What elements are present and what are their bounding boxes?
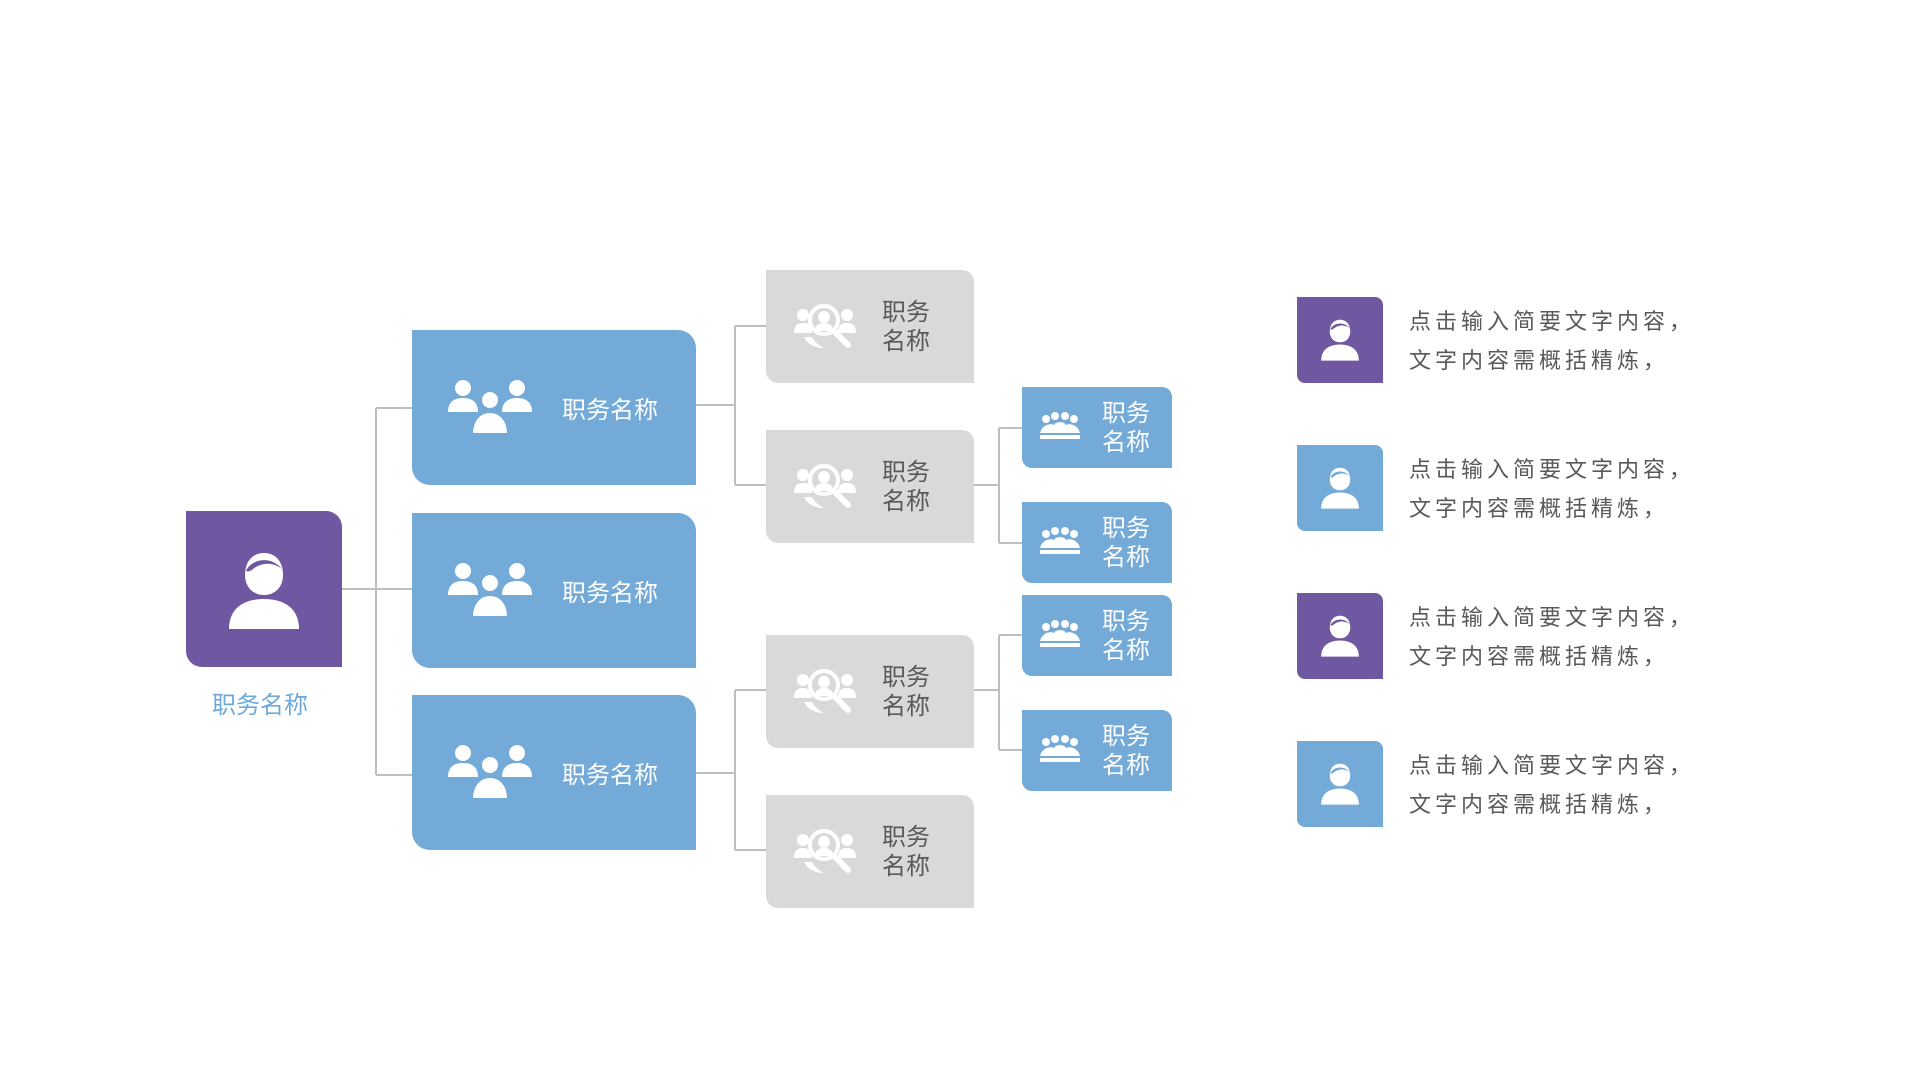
level2-label-line2: 名称	[882, 851, 930, 880]
level3-label-line1: 职务	[1102, 721, 1150, 750]
level2-label: 职务 名称	[882, 458, 942, 516]
root-node	[186, 511, 342, 667]
level3-label-line1: 职务	[1102, 513, 1150, 542]
level3-node: 职务 名称	[1022, 710, 1172, 791]
level2-label: 职务 名称	[882, 823, 942, 881]
legend-item: 点击输入简要文字内容， 文字内容需概括精炼，	[1297, 593, 1757, 679]
level3-label-line2: 名称	[1102, 635, 1150, 664]
legend-swatch	[1297, 445, 1383, 531]
legend-item: 点击输入简要文字内容， 文字内容需概括精炼，	[1297, 297, 1757, 383]
group-icon	[448, 378, 532, 438]
level1-label: 职务名称	[562, 761, 658, 789]
level3-label-line2: 名称	[1102, 750, 1150, 779]
legend-text-line1: 点击输入简要文字内容，	[1409, 606, 1696, 631]
level3-label: 职务 名称	[1102, 722, 1162, 780]
legend-item: 点击输入简要文字内容， 文字内容需概括精炼，	[1297, 741, 1757, 827]
legend-swatch	[1297, 297, 1383, 383]
person-icon	[1319, 315, 1361, 365]
legend-text-line2: 文字内容需概括精炼，	[1409, 349, 1670, 374]
legend-text-line1: 点击输入简要文字内容，	[1409, 310, 1696, 335]
legend-text-line2: 文字内容需概括精炼，	[1409, 793, 1670, 818]
legend-text-line1: 点击输入简要文字内容，	[1409, 458, 1696, 483]
person-search-icon	[794, 666, 856, 718]
level3-label: 职务 名称	[1102, 607, 1162, 665]
group-icon	[448, 561, 532, 621]
level2-label-line1: 职务	[882, 822, 930, 851]
legend-text: 点击输入简要文字内容， 文字内容需概括精炼，	[1409, 451, 1749, 529]
legend-item: 点击输入简要文字内容， 文字内容需概括精炼，	[1297, 445, 1757, 531]
team-icon	[1040, 734, 1080, 768]
level2-label: 职务 名称	[882, 663, 942, 721]
level3-label-line1: 职务	[1102, 398, 1150, 427]
legend-swatch	[1297, 593, 1383, 679]
level2-label-line1: 职务	[882, 662, 930, 691]
legend-text: 点击输入简要文字内容， 文字内容需概括精炼，	[1409, 747, 1749, 825]
person-search-icon	[794, 461, 856, 513]
level2-label-line1: 职务	[882, 457, 930, 486]
level1-node: 职务名称	[412, 330, 696, 485]
group-icon	[448, 743, 532, 803]
level3-label-line1: 职务	[1102, 606, 1150, 635]
person-icon	[1319, 611, 1361, 661]
level3-label-line2: 名称	[1102, 542, 1150, 571]
level3-node: 职务 名称	[1022, 595, 1172, 676]
level2-label-line2: 名称	[882, 691, 930, 720]
team-icon	[1040, 526, 1080, 560]
level2-label-line2: 名称	[882, 326, 930, 355]
legend-text-line2: 文字内容需概括精炼，	[1409, 497, 1670, 522]
level1-label: 职务名称	[562, 396, 658, 424]
team-icon	[1040, 619, 1080, 653]
level1-label: 职务名称	[562, 579, 658, 607]
level3-label-line2: 名称	[1102, 427, 1150, 456]
root-label: 职务名称	[212, 691, 308, 719]
level2-label: 职务 名称	[882, 298, 942, 356]
level1-node: 职务名称	[412, 695, 696, 850]
legend-text-line1: 点击输入简要文字内容，	[1409, 754, 1696, 779]
legend-text: 点击输入简要文字内容， 文字内容需概括精炼，	[1409, 599, 1749, 677]
level2-node: 职务 名称	[766, 270, 974, 383]
legend-text-line2: 文字内容需概括精炼，	[1409, 645, 1670, 670]
team-icon	[1040, 411, 1080, 445]
level2-node: 职务 名称	[766, 430, 974, 543]
level2-label-line2: 名称	[882, 486, 930, 515]
level3-node: 职务 名称	[1022, 387, 1172, 468]
level3-label: 职务 名称	[1102, 514, 1162, 572]
person-icon	[1319, 759, 1361, 809]
level1-node: 职务名称	[412, 513, 696, 668]
person-icon	[225, 545, 303, 633]
level2-node: 职务 名称	[766, 795, 974, 908]
person-search-icon	[794, 301, 856, 353]
level2-label-line1: 职务	[882, 297, 930, 326]
person-search-icon	[794, 826, 856, 878]
legend-swatch	[1297, 741, 1383, 827]
person-icon	[1319, 463, 1361, 513]
level3-node: 职务 名称	[1022, 502, 1172, 583]
level2-node: 职务 名称	[766, 635, 974, 748]
level3-label: 职务 名称	[1102, 399, 1162, 457]
legend-text: 点击输入简要文字内容， 文字内容需概括精炼，	[1409, 303, 1749, 381]
